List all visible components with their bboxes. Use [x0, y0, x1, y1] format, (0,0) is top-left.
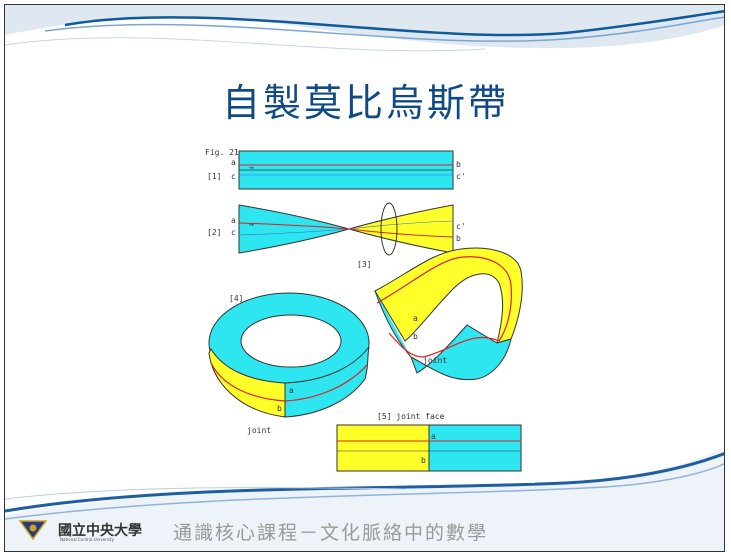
svg-text:→: → [249, 163, 254, 172]
step2-b: b [456, 234, 461, 243]
step5-b: b [421, 456, 426, 465]
step4-mobius-ring: [4] a b joint [208, 292, 370, 435]
step2-twisted-strip: → [2] a c c' b [207, 202, 466, 256]
step3-b: b [413, 332, 418, 341]
step1-c2: c' [456, 172, 466, 181]
step4-joint: joint [247, 426, 271, 435]
slide: 自製莫比烏斯帶 Fig. 21 → [1] a c b c' → [2] [4, 4, 725, 552]
step1-c: c [231, 172, 236, 181]
step2-label: [2] [207, 228, 221, 237]
step2-c2: c' [456, 222, 466, 231]
course-name: 通識核心課程－文化脈絡中的數學 [173, 522, 489, 544]
step3-joint: joint [423, 356, 447, 365]
step5-label: [5] joint face [377, 412, 445, 421]
step4-b: b [277, 404, 282, 413]
step1-b: b [456, 160, 461, 169]
step3-a: a [413, 314, 418, 323]
step5-joint-face: [5] joint face a b [336, 412, 522, 472]
bottom-swoosh-decoration [5, 446, 724, 551]
svg-text:→: → [249, 220, 254, 229]
university-logo-icon [19, 520, 47, 541]
fig-label: Fig. 21 [205, 148, 239, 157]
step1-flat-strip: → [1] a c b c' [207, 150, 466, 190]
university-name: 國立中央大學 [58, 523, 142, 539]
mobius-strip-figure: Fig. 21 → [1] a c b c' → [2] a c c' b [199, 143, 535, 483]
step4-a: a [289, 386, 294, 395]
step3-mobius-side-view: [3] a b joint [357, 247, 523, 381]
step5-a: a [431, 432, 436, 441]
step1-a: a [231, 158, 236, 167]
step1-label: [1] [207, 172, 221, 181]
university-name-en: National Central University [60, 537, 114, 542]
step4-label: [4] [229, 294, 243, 303]
top-swoosh-decoration [5, 5, 724, 52]
step3-label: [3] [357, 260, 371, 269]
step2-c: c [231, 228, 236, 237]
slide-title: 自製莫比烏斯帶 [221, 81, 509, 125]
step2-a: a [231, 216, 236, 225]
